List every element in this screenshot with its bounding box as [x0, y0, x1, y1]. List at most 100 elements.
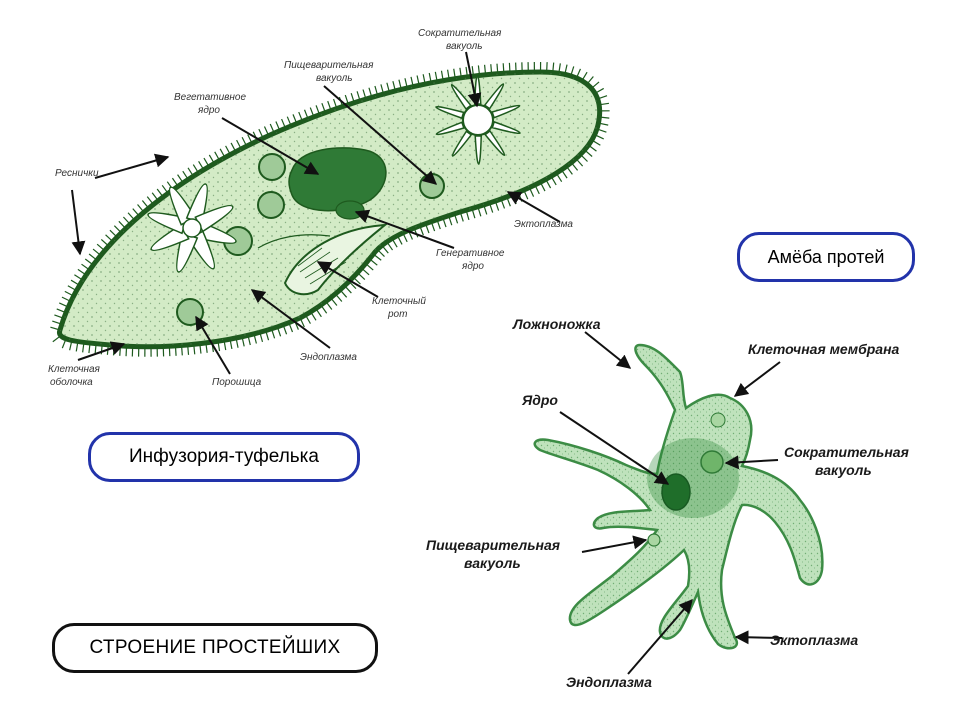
cilium — [88, 343, 91, 354]
label-amoeba-contractile-vacuole: Сократительная — [784, 444, 909, 460]
cilium — [428, 72, 432, 83]
cilium — [332, 98, 338, 109]
cilium — [380, 84, 385, 95]
cilium — [217, 341, 221, 352]
cilium — [465, 66, 468, 77]
cilium — [270, 328, 276, 339]
cilium — [357, 272, 366, 280]
cilium — [82, 342, 85, 353]
cilium — [560, 169, 568, 179]
cilium — [259, 332, 264, 343]
amoeba-nucleus — [661, 473, 691, 511]
amoeba-contractile-vacuole — [700, 450, 724, 474]
cilium — [471, 66, 475, 77]
cilium — [459, 211, 464, 222]
cilium — [334, 293, 343, 302]
cilium — [109, 229, 118, 238]
cilium — [50, 326, 61, 331]
main-title: СТРОЕНИЕ ПРОСТЕЙШИХ — [52, 623, 378, 673]
cilium — [502, 63, 505, 74]
cilium — [92, 248, 102, 256]
cilium — [187, 167, 194, 177]
cilium — [298, 111, 304, 122]
cilium — [459, 67, 462, 78]
cilium — [119, 345, 122, 356]
label-amoeba-digestive-vacuole-2: вакуоль — [464, 555, 521, 571]
cilium — [488, 202, 494, 213]
paramecium-leaders — [71, 51, 561, 375]
cilium — [54, 314, 64, 319]
cilium — [352, 276, 361, 285]
label-pseudopod: Ложноножка — [512, 316, 601, 332]
cilium — [598, 102, 610, 106]
cilium — [508, 62, 511, 73]
cilium — [356, 91, 361, 102]
cilium — [214, 151, 221, 161]
cilium — [374, 85, 379, 96]
radial-canal — [194, 204, 234, 233]
cilium — [597, 95, 608, 100]
cilium — [64, 290, 74, 297]
cilium — [599, 116, 610, 119]
label-cell-mouth: Клеточный — [372, 296, 426, 307]
cilium — [127, 212, 136, 221]
amoeba-labels: Ложноножка Клеточная мембрана Ядро Сокра… — [426, 316, 909, 690]
cilium — [404, 78, 408, 89]
cilium — [539, 181, 546, 192]
cilium — [368, 87, 373, 98]
cilium — [344, 94, 349, 105]
cilium — [151, 192, 159, 202]
cilium — [528, 187, 535, 197]
radial-canal — [435, 105, 465, 120]
cilium — [74, 274, 84, 281]
cilium — [161, 184, 169, 194]
cilium — [253, 333, 257, 344]
cilium — [552, 62, 555, 73]
label-anal-pore: Порошица — [212, 377, 262, 388]
cilium — [392, 81, 396, 92]
radial-canal — [185, 183, 208, 224]
label-ectoplasm: Эктоплазма — [514, 219, 573, 230]
cilium — [594, 134, 604, 140]
radial-canal — [176, 232, 199, 273]
cilium — [288, 322, 294, 333]
label-contractile-vacuole-2: вакуоль — [446, 41, 483, 52]
amoeba-leaders — [559, 331, 783, 675]
label-amoeba-nucleus: Ядро — [521, 392, 558, 408]
cilium — [247, 134, 253, 144]
cilium — [580, 153, 588, 162]
paramecium-title: Инфузория-туфелька — [88, 432, 360, 482]
label-amoeba-contractile-vacuole-2: вакуоль — [815, 462, 872, 478]
label-cilia: Реснички — [55, 168, 99, 179]
cilium — [344, 285, 352, 294]
cilium — [490, 64, 493, 75]
cilium — [198, 160, 205, 171]
label-cell-membrane-2: оболочка — [50, 376, 93, 388]
cilium — [171, 177, 179, 187]
radial-canal — [474, 135, 482, 165]
generative-nucleus — [335, 200, 365, 220]
cilium — [453, 213, 459, 224]
cilium — [566, 165, 573, 175]
contractile-vacuole-rear — [147, 183, 237, 273]
cilium — [241, 137, 248, 147]
amoeba-title: Амёба протей — [737, 232, 915, 282]
cilium — [419, 225, 424, 236]
cilium — [199, 343, 202, 354]
cilium — [422, 74, 426, 85]
cilium — [276, 326, 282, 337]
label-generative-nucleus-2: ядро — [461, 261, 484, 272]
cilium — [596, 128, 607, 133]
label-contractile-vacuole: Сократительная — [418, 28, 502, 39]
cilium — [269, 123, 275, 134]
radial-canal — [451, 130, 473, 157]
cilium — [434, 71, 438, 82]
cilium — [391, 238, 398, 248]
cilium — [77, 268, 87, 276]
cilium — [67, 285, 77, 292]
cilium — [122, 216, 131, 225]
cilium — [100, 238, 110, 247]
cilium — [500, 198, 506, 209]
food-vacuole — [258, 153, 286, 181]
cilium — [386, 82, 391, 93]
